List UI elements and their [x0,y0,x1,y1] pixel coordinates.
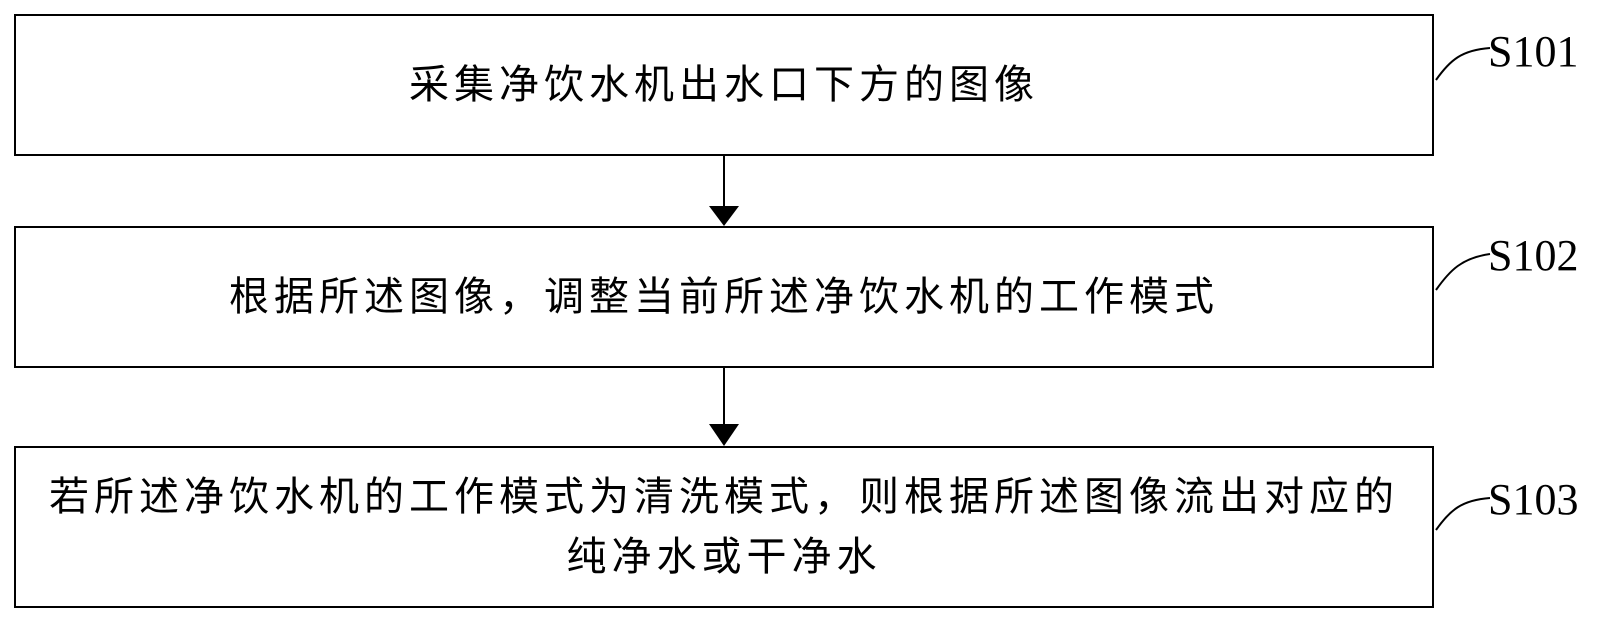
leader-line-s102 [1435,253,1491,291]
step-text-s101: 采集净饮水机出水口下方的图像 [409,62,1039,108]
step-label-s103: S103 [1488,475,1579,524]
step-label-s101: S101 [1488,27,1579,76]
arrow-s102-to-s103 [709,368,739,446]
step-box-s103: 若所述净饮水机的工作模式为清洗模式，则根据所述图像流出对应的纯净水或干净水 [14,446,1434,608]
step-text-s103: 若所述净饮水机的工作模式为清洗模式，则根据所述图像流出对应的纯净水或干净水 [49,474,1399,580]
step-label-s102: S102 [1488,231,1579,280]
leader-line-s103 [1435,497,1491,531]
step-box-s101: 采集净饮水机出水口下方的图像 [14,14,1434,156]
step-box-s102: 根据所述图像，调整当前所述净饮水机的工作模式 [14,226,1434,368]
step-text-s102: 根据所述图像，调整当前所述净饮水机的工作模式 [229,274,1219,320]
arrow-s101-to-s102 [709,156,739,226]
leader-line-s101 [1435,47,1491,81]
